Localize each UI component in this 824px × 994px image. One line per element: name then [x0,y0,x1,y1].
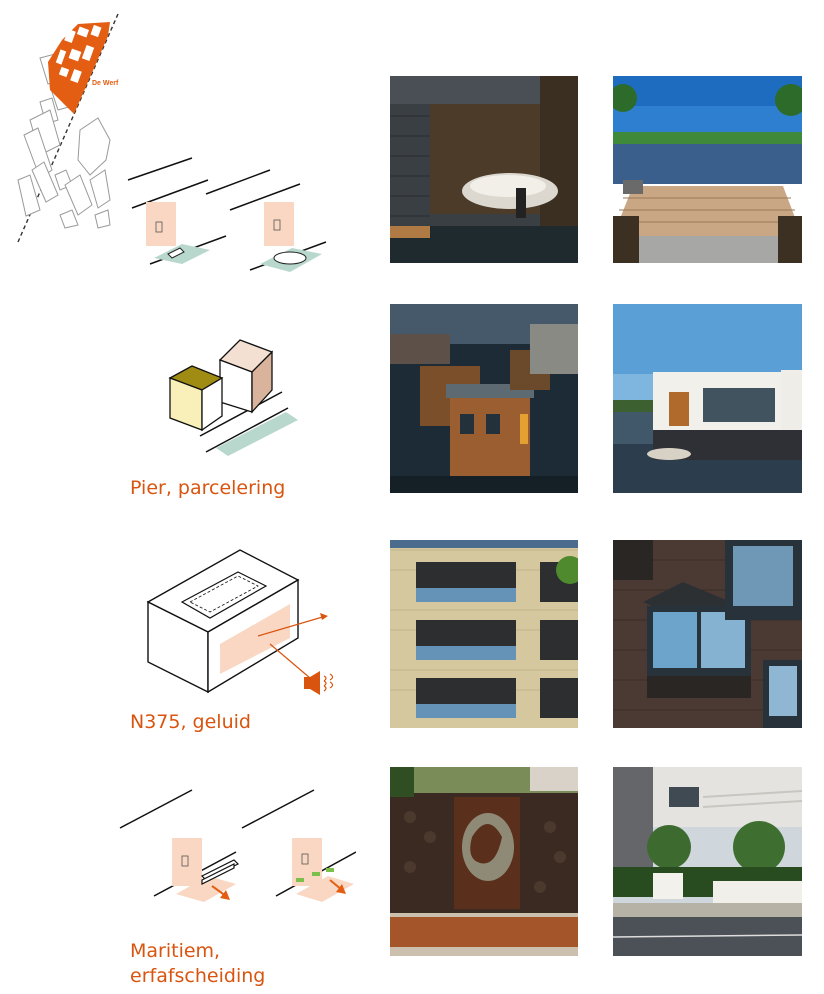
noise-block-diagram [140,540,350,700]
boundary-diagram [116,780,357,910]
boat-slot-diagram [120,150,330,280]
photo-boathouse [390,76,578,263]
speaker-noise-icon [302,670,342,696]
caption-n375: N375, geluid [130,711,251,733]
photo-balcony-facade [390,540,578,728]
caption-maritiem-line2: erfafscheiding [130,965,266,987]
photo-street-hedge [613,767,802,956]
photo-deck [613,76,802,263]
photo-gabion-gate [390,767,578,956]
site-map: De Werf [10,10,130,250]
caption-pier: Pier, parcelering [130,477,286,499]
photo-modern-floating-house [613,304,802,493]
caption-maritiem: Maritiem, erfafscheiding [130,939,265,989]
caption-maritiem-line1: Maritiem, [130,940,221,962]
map-label: De Werf [92,80,119,87]
cube-parcel-diagram [160,330,310,460]
photo-floating-houses [390,304,578,493]
photo-bay-windows [613,540,802,728]
